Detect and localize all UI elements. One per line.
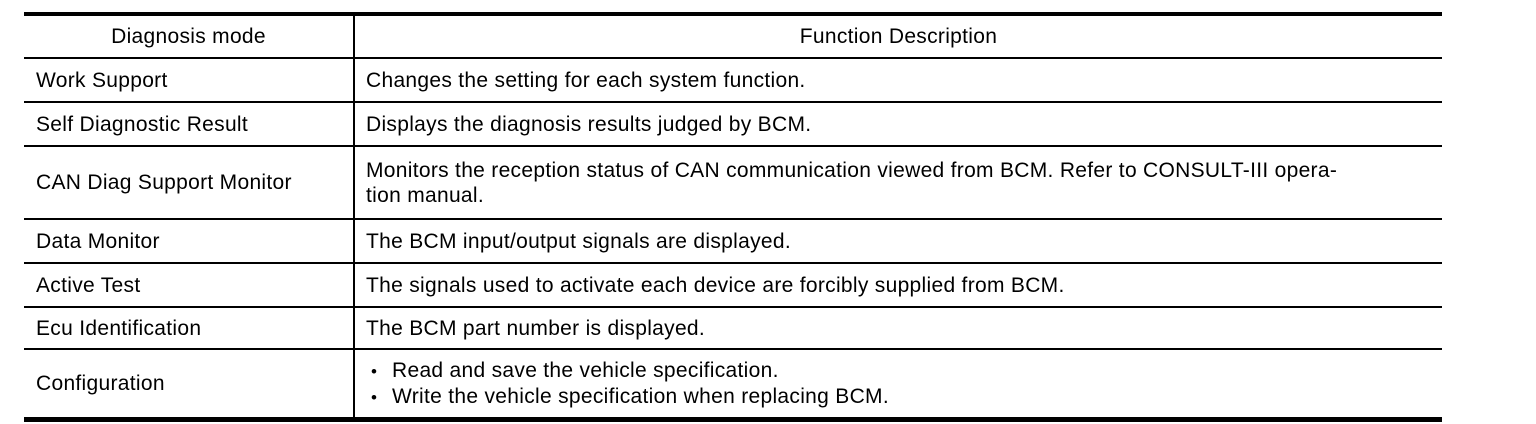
diagnosis-mode-table: Diagnosis mode Function Description Work…	[24, 12, 1442, 422]
diagnosis-mode-cell: Work Support	[24, 58, 355, 103]
description-text: The BCM part number is displayed.	[366, 316, 706, 340]
function-description-cell: The BCM input/output signals are display…	[354, 219, 1442, 264]
table-row-active-test: Active Test The signals used to activate…	[24, 263, 1442, 308]
table-row-work-support: Work Support Changes the setting for eac…	[24, 58, 1442, 103]
description-line-2: tion manual.	[366, 183, 485, 207]
diagnosis-mode-cell: CAN Diag Support Monitor	[24, 146, 355, 220]
table-row-ecu-identification: Ecu Identification The BCM part number i…	[24, 307, 1442, 350]
diagnosis-mode-cell: Configuration	[24, 349, 355, 421]
table-header-row: Diagnosis mode Function Description	[24, 14, 1442, 59]
table-row-can-diag-support-monitor: CAN Diag Support Monitor Monitors the re…	[24, 146, 1442, 220]
column-header-function-description: Function Description	[354, 14, 1442, 59]
function-description-cell: • Read and save the vehicle specificatio…	[354, 349, 1442, 421]
diagnosis-mode-cell: Self Diagnostic Result	[24, 102, 355, 147]
diagnosis-mode-cell: Ecu Identification	[24, 307, 355, 350]
description-text: The signals used to activate each device…	[366, 273, 1065, 297]
column-header-diagnosis-mode: Diagnosis mode	[24, 14, 355, 59]
function-description-cell: Monitors the reception status of CAN com…	[354, 146, 1442, 220]
diagnosis-mode-cell: Data Monitor	[24, 219, 355, 264]
bullet-icon: •	[371, 387, 378, 407]
function-description-cell: The BCM part number is displayed.	[354, 307, 1442, 350]
bullet-item: • Read and save the vehicle specificatio…	[366, 358, 1442, 384]
function-description-cell: Changes the setting for each system func…	[354, 58, 1442, 103]
table-row-data-monitor: Data Monitor The BCM input/output signal…	[24, 219, 1442, 264]
function-description-cell: Displays the diagnosis results judged by…	[354, 102, 1442, 147]
description-text: The BCM input/output signals are display…	[366, 229, 791, 253]
description-text: Changes the setting for each system func…	[366, 68, 806, 92]
bullet-text: Write the vehicle specification when rep…	[392, 384, 889, 408]
bullet-item: • Write the vehicle specification when r…	[366, 384, 1442, 410]
table-row-configuration: Configuration • Read and save the vehicl…	[24, 349, 1442, 421]
description-line-1: Monitors the reception status of CAN com…	[366, 158, 1338, 182]
bullet-icon: •	[371, 361, 378, 381]
bullet-text: Read and save the vehicle specification.	[392, 358, 779, 382]
table-row-self-diagnostic-result: Self Diagnostic Result Displays the diag…	[24, 102, 1442, 147]
function-description-cell: The signals used to activate each device…	[354, 263, 1442, 308]
diagnosis-mode-cell: Active Test	[24, 263, 355, 308]
description-text: Displays the diagnosis results judged by…	[366, 112, 812, 136]
